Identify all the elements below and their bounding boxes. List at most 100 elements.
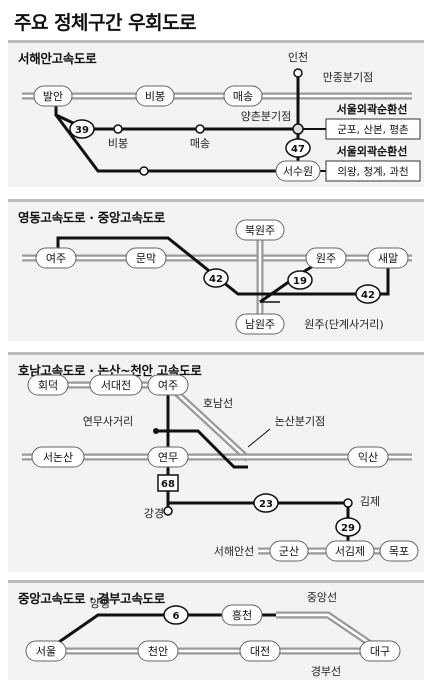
panel-seohaean-map: 발안 비봉 매송 만종분기점 인천 양촌분기점 비봉 매송 서수원 39 47 … bbox=[22, 50, 421, 182]
route-number: 68 bbox=[161, 479, 175, 490]
station-label: 발안 bbox=[43, 90, 63, 103]
station-label: 군산 bbox=[279, 545, 299, 558]
line-label: 호남선 bbox=[203, 397, 233, 410]
station-pill bbox=[135, 85, 175, 107]
station-label: 천안 bbox=[148, 644, 168, 658]
station-pill bbox=[347, 446, 389, 468]
station-pill bbox=[223, 85, 263, 107]
station-pill bbox=[325, 540, 375, 562]
station-pill bbox=[137, 640, 179, 662]
station-pill bbox=[275, 160, 321, 182]
station-label: 대구 bbox=[370, 645, 390, 658]
station-label: 원주 bbox=[316, 252, 336, 265]
station-label: 서김제 bbox=[335, 545, 365, 558]
station-pill bbox=[147, 374, 189, 396]
station-label: 익산 bbox=[358, 451, 378, 464]
route-number-badge bbox=[69, 119, 95, 139]
station-label: 흥천 bbox=[232, 608, 252, 622]
station-pill bbox=[35, 247, 77, 269]
detour-route-42 bbox=[56, 236, 390, 296]
junction-label: 만종분기점 bbox=[323, 71, 374, 84]
page-title: 주요 정체구간 우회도로 bbox=[14, 12, 197, 34]
station-pill bbox=[305, 247, 347, 269]
panel-title: 서해안고속도로 bbox=[18, 51, 97, 66]
station-pill bbox=[33, 85, 73, 107]
station-label: 문막 bbox=[136, 252, 156, 265]
station-pill bbox=[147, 446, 189, 468]
destination-text: 군포, 산본, 평촌 bbox=[337, 124, 409, 136]
station-label: 서논산 bbox=[43, 451, 73, 464]
station-pill bbox=[379, 540, 419, 562]
node-dot bbox=[343, 498, 353, 508]
destination-box bbox=[325, 118, 421, 140]
station-label: 여주 bbox=[158, 379, 178, 392]
place-label: 비봉 bbox=[108, 137, 128, 150]
route-number: 39 bbox=[75, 125, 89, 136]
pointer-line bbox=[247, 428, 271, 448]
panel-yeongdong-map: 여주 문막 북원주 원주 새말 남원주 원주(단계사거리) 42 19 42 bbox=[22, 219, 412, 335]
station-label: 북원주 bbox=[245, 224, 275, 237]
station-pill bbox=[89, 374, 143, 396]
line-label: 서해안선 bbox=[214, 544, 254, 558]
junction-label: 논산분기점 bbox=[275, 415, 326, 428]
highway-line-inner bbox=[276, 613, 379, 651]
place-label: 김제 bbox=[360, 495, 380, 508]
route-number-badge bbox=[335, 517, 361, 537]
station-pill bbox=[235, 219, 285, 241]
route-number: 23 bbox=[259, 499, 273, 510]
place-label: 매송 bbox=[190, 137, 210, 150]
junction-label: 양촌분기점 bbox=[241, 110, 292, 123]
node-dot bbox=[195, 124, 205, 134]
detour-route-yeonmu bbox=[156, 429, 248, 469]
node-dot bbox=[153, 428, 159, 434]
route-number-badge bbox=[163, 605, 189, 625]
ring-road-label: 서울외곽순환선 bbox=[337, 144, 408, 158]
route-number: 47 bbox=[291, 144, 305, 155]
route-number-badge bbox=[157, 474, 179, 492]
station-pill bbox=[221, 604, 263, 626]
highway-line-inner bbox=[167, 384, 249, 460]
station-label: 연무 bbox=[158, 451, 178, 464]
place-label: 강경 bbox=[144, 507, 164, 520]
panel-title: 영동고속도로 · 중앙고속도로 bbox=[18, 210, 165, 225]
station-label: 서대전 bbox=[101, 379, 131, 392]
panel-yeongdong: 영동고속도로 · 중앙고속도로 여주 문막 북원주 원주 새말 남원주 원주(단… bbox=[8, 199, 424, 341]
station-label: 목포 bbox=[389, 545, 409, 558]
line-label: 중앙선 bbox=[307, 591, 337, 604]
station-pill bbox=[31, 446, 85, 468]
route-number: 42 bbox=[361, 290, 375, 301]
route-number-badge bbox=[285, 138, 311, 158]
station-pill bbox=[25, 640, 67, 662]
station-label: 회덕 bbox=[38, 379, 58, 392]
place-label: 연무사거리 bbox=[83, 415, 134, 428]
station-label: 대전 bbox=[250, 645, 270, 658]
station-pill bbox=[359, 640, 401, 662]
place-label: 원주(단계사거리) bbox=[304, 318, 383, 331]
route-number: 19 bbox=[293, 276, 307, 287]
station-pill bbox=[269, 540, 309, 562]
place-label: 양평 bbox=[90, 597, 110, 610]
station-pill bbox=[367, 247, 409, 269]
station-label: 여주 bbox=[46, 252, 66, 265]
panel-honam: 호남고속도로 · 논산~천안 고속도로 회덕 서대전 여주 호남선 연무사거리 … bbox=[8, 352, 424, 572]
node-dot bbox=[293, 68, 303, 78]
route-number-badge bbox=[355, 284, 381, 304]
route-number-badge bbox=[253, 493, 279, 513]
place-label: 인천 bbox=[288, 50, 308, 64]
station-label: 남원주 bbox=[245, 318, 275, 331]
panel-seohaean: 서해안고속도로 발안 비봉 매송 만종분기점 인천 양촌분기점 비봉 매송 서수… bbox=[8, 40, 424, 187]
route-number: 6 bbox=[173, 611, 180, 622]
station-pill bbox=[235, 313, 285, 335]
panel-jungang-map: 양평 6 흥천 중앙선 서울 천안 대전 대구 경부선 bbox=[25, 591, 401, 678]
station-pill bbox=[239, 640, 281, 662]
node-dot bbox=[113, 124, 123, 134]
station-pill bbox=[27, 374, 69, 396]
route-number: 29 bbox=[341, 523, 355, 534]
panel-title: 중앙고속도로 · 경부고속도로 bbox=[18, 591, 165, 606]
panel-title: 호남고속도로 · 논산~천안 고속도로 bbox=[18, 363, 202, 378]
station-label: 매송 bbox=[233, 90, 253, 103]
detour-route-6 bbox=[45, 613, 276, 653]
panel-honam-map: 회덕 서대전 여주 호남선 연무사거리 논산분기점 서논산 연무 익산 강경 김… bbox=[22, 374, 419, 562]
node-dot bbox=[163, 506, 173, 516]
line-label: 경부선 bbox=[311, 665, 341, 678]
